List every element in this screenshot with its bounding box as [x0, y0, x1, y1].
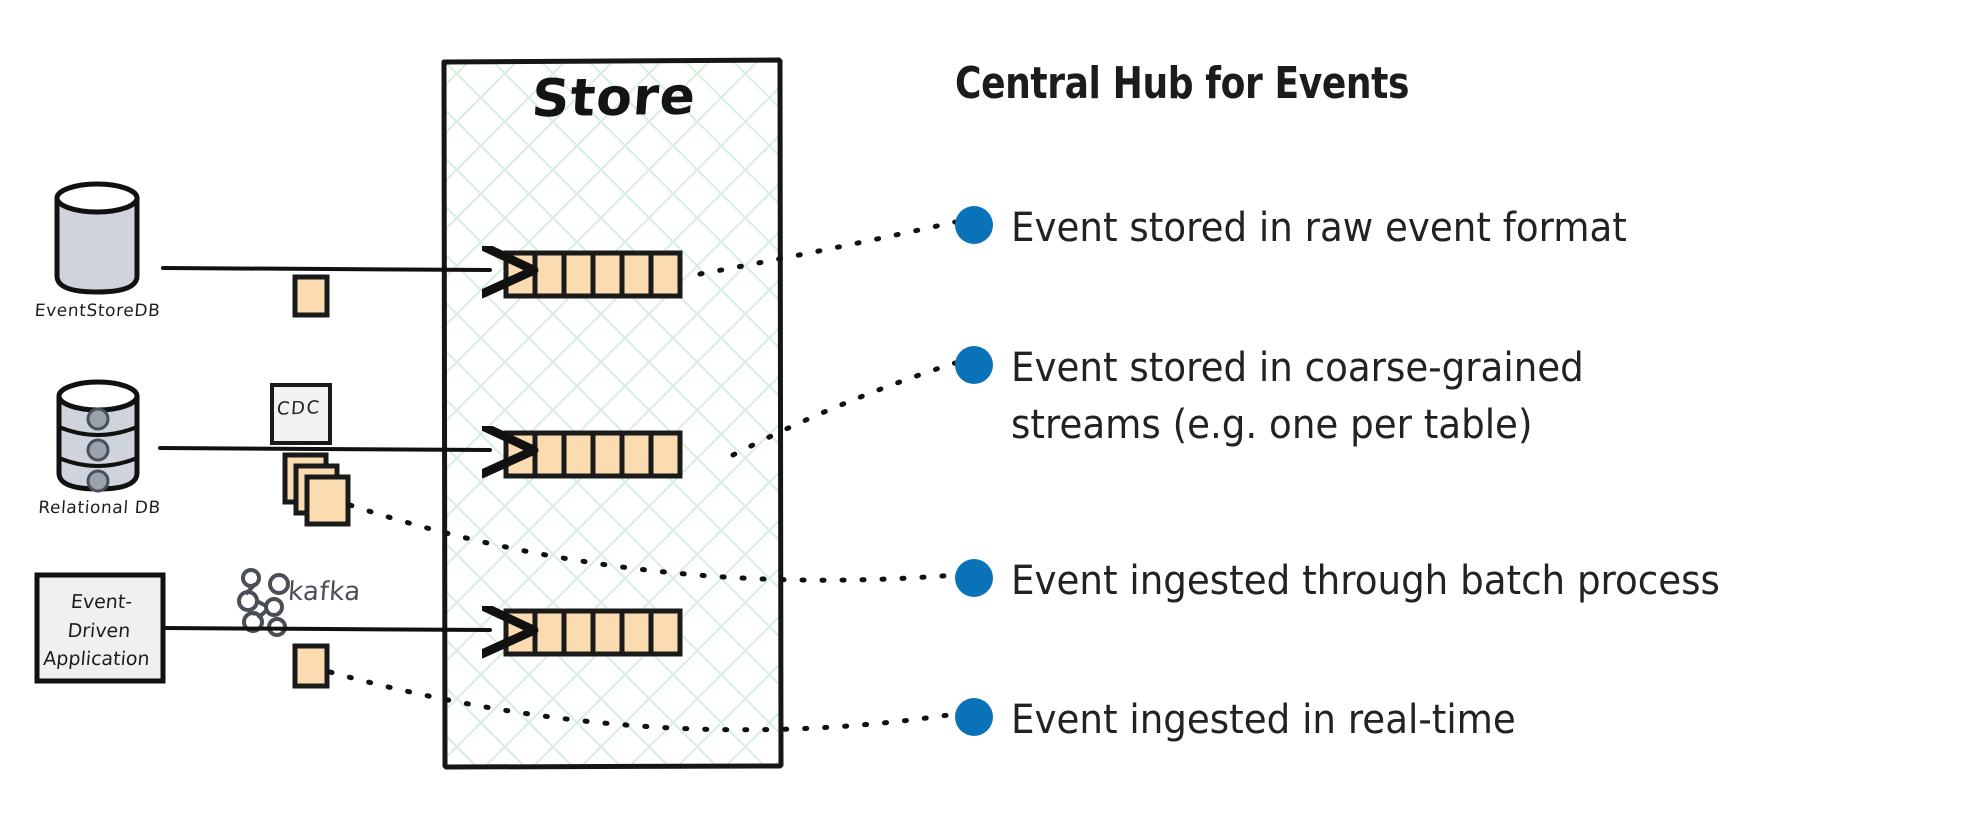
flow-arrows [158, 268, 490, 630]
stream-row-raw [503, 250, 683, 299]
bullet-label: Event ingested in real-time [1011, 697, 1516, 743]
event-cell [590, 430, 625, 479]
stacked-event-cards-icon [282, 452, 351, 527]
bullet-list: Event stored in raw event format Event s… [955, 0, 1965, 818]
event-card-icon-top [292, 274, 330, 318]
eventstoredb-icon [54, 181, 140, 295]
bullet-item-batch-process[interactable]: Event ingested through batch process [955, 553, 1773, 610]
kafka-label: kafka [286, 577, 362, 607]
panel-title: Central Hub for Events [955, 58, 1410, 109]
event-cell [648, 430, 683, 479]
event-cell [619, 608, 654, 657]
connector-realtime [327, 669, 958, 733]
bullet-connectors [327, 219, 958, 733]
bullet-dot-icon [955, 559, 993, 597]
relational-db-icon [56, 379, 140, 493]
arrow-application-to-store [161, 628, 490, 630]
event-cell [590, 250, 625, 299]
stream-row-coarse [503, 430, 683, 479]
event-cell [561, 608, 596, 657]
store-container [441, 57, 784, 770]
bullet-label: Event stored in coarse-grained streams (… [1011, 345, 1584, 448]
connector-coarse-grained [730, 360, 958, 458]
eventstoredb-label: EventStoreDB [34, 301, 162, 321]
event-card-icon-bottom [292, 643, 330, 689]
central-hub-panel: Central Hub for Events [955, 62, 1960, 106]
event-cell [619, 430, 654, 479]
bullet-dot-icon [955, 698, 993, 736]
bullet-item-realtime[interactable]: Event ingested in real-time [955, 692, 1554, 749]
event-cell [503, 608, 538, 657]
event-cell [648, 250, 683, 299]
bullet-dot-icon [955, 346, 993, 384]
kafka-logo-icon [237, 568, 290, 637]
bullet-label: Event stored in raw event format [1011, 205, 1627, 251]
connector-batch-process [347, 502, 958, 583]
event-cell [619, 250, 654, 299]
cdc-box-icon [270, 383, 332, 445]
store-border [441, 57, 784, 770]
event-cell [532, 250, 567, 299]
event-cell [532, 430, 567, 479]
event-cell [532, 608, 567, 657]
arrow-eventstoredb-to-store [161, 268, 490, 270]
event-cell [648, 608, 683, 657]
event-cell [561, 250, 596, 299]
store-title: Store [529, 66, 699, 130]
bullet-item-coarse-grained[interactable]: Event stored in coarse-grained streams (… [955, 340, 1627, 454]
cdc-label: CDC [276, 397, 322, 420]
arrow-relationaldb-to-store [158, 448, 490, 450]
bullet-item-raw-format[interactable]: Event stored in raw event format [955, 200, 1673, 257]
store-hatch-fill [444, 60, 780, 767]
event-cell [561, 430, 596, 479]
stream-row-realtime [503, 608, 683, 657]
event-cell [590, 608, 625, 657]
event-cell [503, 430, 538, 479]
event-cell [503, 250, 538, 299]
bullet-dot-icon [955, 206, 993, 244]
relational-db-label: Relational DB [37, 498, 162, 518]
bullet-label: Event ingested through batch process [1011, 558, 1720, 604]
event-driven-application-label: Event- Driven Application [42, 591, 151, 670]
